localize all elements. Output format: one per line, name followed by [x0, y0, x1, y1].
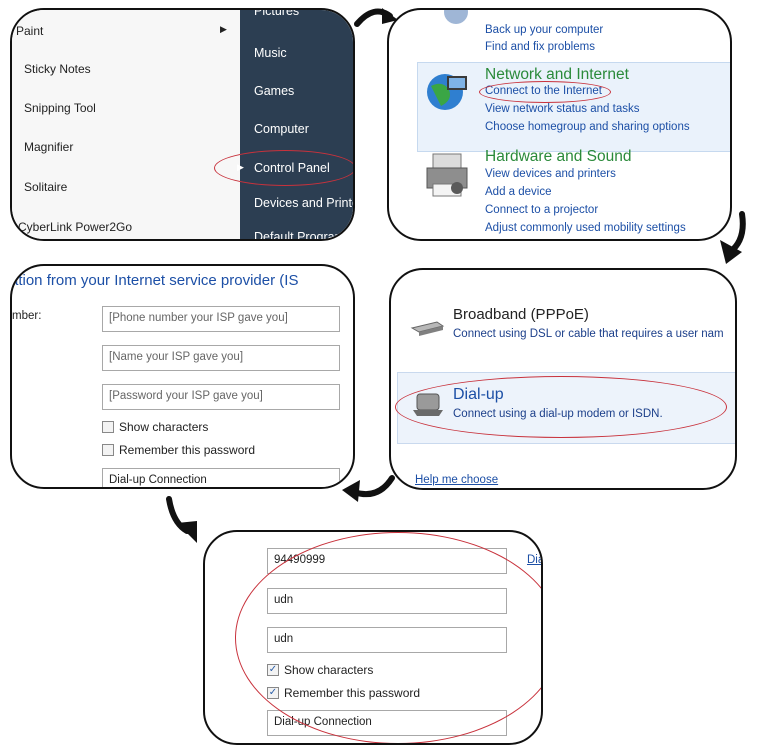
link-view-devices[interactable]: View devices and printers	[485, 168, 616, 180]
phone-number-field[interactable]: [Phone number your ISP gave you]	[102, 306, 340, 332]
link-connect-internet[interactable]: Connect to the Internet	[485, 85, 602, 97]
pointer-arrow-icon: ▶	[237, 162, 244, 172]
isp-form-heading: ation from your Internet service provide…	[10, 272, 299, 289]
link-view-network-status[interactable]: View network status and tasks	[485, 103, 640, 115]
broadband-title[interactable]: Broadband (PPPoE)	[453, 306, 589, 323]
menu-item-paint[interactable]: Paint	[16, 24, 44, 38]
remember-password-checkbox[interactable]	[102, 444, 114, 456]
control-panel-window: Back up your computer Find and fix probl…	[387, 8, 732, 241]
connection-type-panel: Broadband (PPPoE) Connect using DSL or c…	[389, 268, 737, 490]
submenu-arrow-icon: ▶	[220, 24, 227, 34]
phone-number-field-filled[interactable]: 94490999	[267, 548, 507, 574]
broadband-modem-icon	[410, 321, 445, 336]
menu-item-computer[interactable]: Computer	[254, 122, 309, 136]
menu-item-games[interactable]: Games	[254, 84, 295, 98]
menu-item-default-programs[interactable]: Default Programs	[254, 230, 352, 241]
network-category-highlight	[417, 62, 730, 152]
menu-item-sticky-notes[interactable]: Sticky Notes	[24, 62, 91, 76]
password-field[interactable]: [Password your ISP gave you]	[102, 384, 340, 410]
remember-password-label: Remember this password	[284, 686, 421, 700]
link-back-up-computer[interactable]: Back up your computer	[485, 24, 604, 36]
menu-item-cyberlink[interactable]: CyberLink Power2Go	[18, 220, 133, 234]
menu-item-devices-printers[interactable]: Devices and Printers	[254, 196, 353, 210]
menu-item-magnifier[interactable]: Magnifier	[24, 140, 74, 154]
dialup-description[interactable]: Connect using a dial-up modem or ISDN.	[453, 408, 663, 420]
menu-item-solitaire[interactable]: Solitaire	[24, 180, 68, 194]
broadband-description[interactable]: Connect using DSL or cable that requires…	[453, 328, 724, 340]
dialup-title[interactable]: Dial-up	[453, 386, 504, 403]
show-characters-label: Show characters	[119, 420, 209, 434]
flow-arrow-2-to-4	[720, 211, 746, 264]
start-menu-panel: Paint ▶ Sticky Notes Snipping Tool Magni…	[10, 8, 355, 241]
password-field-filled[interactable]: udn	[267, 627, 507, 653]
filled-form-panel: 94490999 Dia udn udn ✓ Show characters ✓…	[203, 530, 543, 745]
menu-item-music[interactable]: Music	[254, 46, 287, 60]
help-me-choose-link[interactable]: Help me choose	[415, 474, 499, 486]
hardware-sound-title[interactable]: Hardware and Sound	[485, 148, 632, 165]
phone-number-label: mber:	[12, 310, 42, 322]
connection-name-field[interactable]: Dial-up Connection	[102, 468, 340, 487]
remember-password-checkbox-checked[interactable]: ✓	[267, 687, 279, 699]
network-globe-icon	[427, 74, 467, 110]
user-name-field[interactable]: [Name your ISP gave you]	[102, 345, 340, 371]
link-find-fix-problems[interactable]: Find and fix problems	[485, 41, 595, 53]
link-add-device[interactable]: Add a device	[485, 186, 552, 198]
flow-arrow-3-to-5	[166, 496, 197, 543]
printer-icon	[426, 153, 468, 197]
start-menu-programs: Paint ▶ Sticky Notes Snipping Tool Magni…	[12, 10, 240, 239]
link-connect-projector[interactable]: Connect to a projector	[485, 204, 599, 216]
dialing-rules-link[interactable]: Dia	[527, 554, 543, 566]
flow-arrow-4-to-3	[342, 475, 395, 502]
start-menu-places: Pictures Music Games Computer Control Pa…	[240, 8, 353, 241]
menu-item-snipping-tool[interactable]: Snipping Tool	[24, 101, 96, 115]
user-name-field-filled[interactable]: udn	[267, 588, 507, 614]
show-characters-checkbox-checked[interactable]: ✓	[267, 664, 279, 676]
link-homegroup-sharing[interactable]: Choose homegroup and sharing options	[485, 121, 690, 133]
show-characters-checkbox[interactable]	[102, 421, 114, 433]
remember-password-label: Remember this password	[119, 443, 256, 457]
dialup-modem-icon	[413, 393, 443, 416]
show-characters-label: Show characters	[284, 663, 374, 677]
menu-item-pictures[interactable]: Pictures	[254, 8, 300, 18]
network-internet-title[interactable]: Network and Internet	[485, 66, 629, 83]
isp-form-panel: ation from your Internet service provide…	[10, 264, 355, 489]
dialup-option-highlight[interactable]	[397, 372, 735, 444]
system-security-icon	[444, 10, 468, 24]
connection-name-field-filled[interactable]: Dial-up Connection	[267, 710, 507, 736]
link-mobility-settings[interactable]: Adjust commonly used mobility settings	[485, 222, 686, 234]
menu-item-control-panel[interactable]: Control Panel	[254, 161, 330, 175]
